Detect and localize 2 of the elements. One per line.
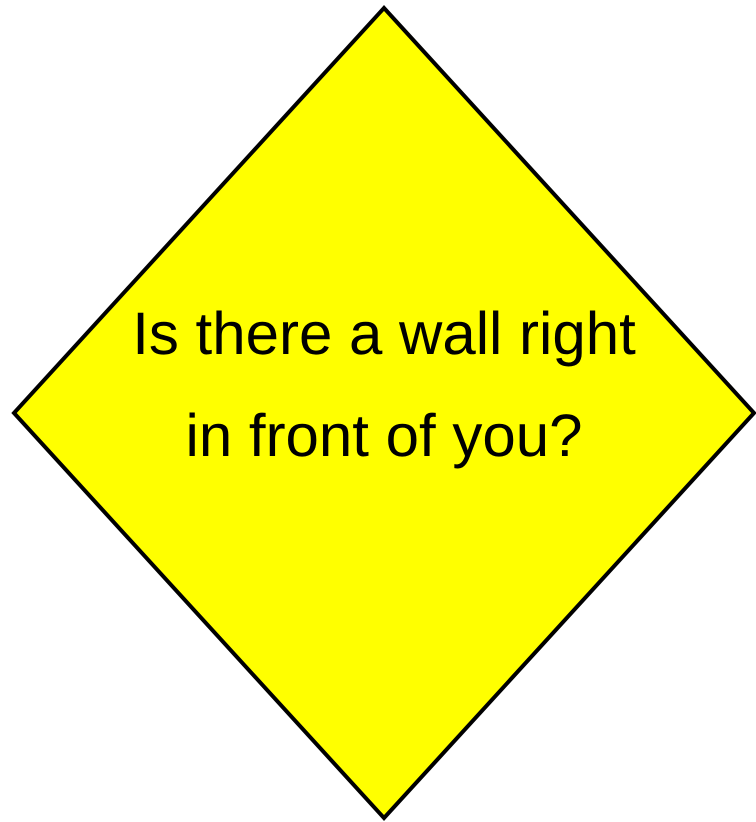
decision-diamond (14, 8, 754, 818)
decision-text: Is there a wall right in front of you? (132, 299, 636, 471)
